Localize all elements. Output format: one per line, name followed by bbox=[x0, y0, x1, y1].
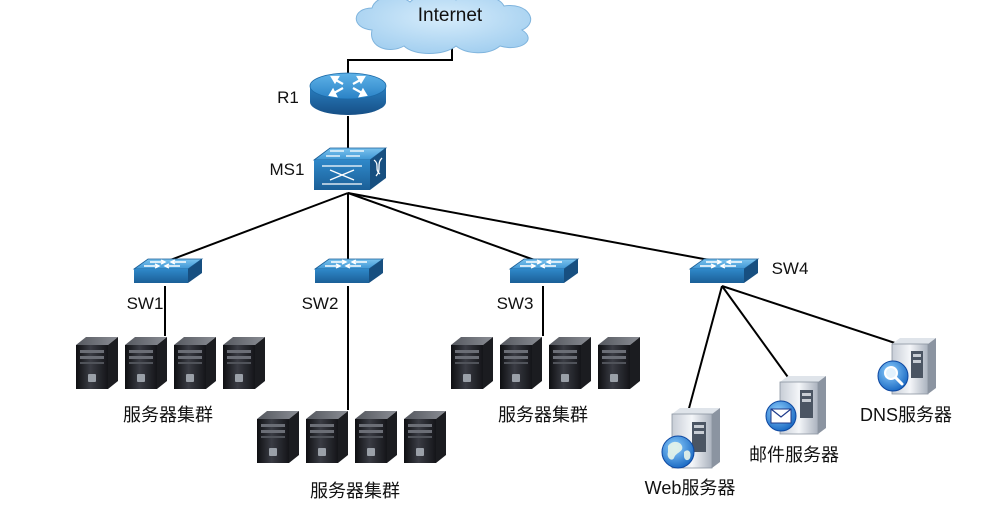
access-switch-sw2: SW2 bbox=[302, 258, 384, 313]
server-label: 邮件服务器 bbox=[749, 445, 839, 465]
server-tower-icon bbox=[306, 411, 348, 463]
internet-label: Internet bbox=[418, 5, 483, 26]
magnifier-icon bbox=[877, 360, 909, 392]
server-tower-icon bbox=[598, 337, 640, 389]
server-tower-icon bbox=[500, 337, 542, 389]
cloud-icon bbox=[355, 0, 532, 54]
web-server: Web服务器 bbox=[645, 408, 736, 498]
server-tower-icon bbox=[257, 411, 299, 463]
router-icon bbox=[309, 72, 387, 115]
access-switch-sw1: SW1 bbox=[127, 258, 203, 313]
switch-label: SW1 bbox=[127, 294, 164, 313]
link-ms1-sw4 bbox=[347, 192, 721, 263]
server-tower-icon bbox=[355, 411, 397, 463]
server-cluster-1: 服务器集群 bbox=[76, 337, 265, 425]
access-switch-sw3: SW3 bbox=[497, 258, 579, 313]
link-sw4-web bbox=[687, 285, 723, 413]
link-ms1-sw1 bbox=[164, 192, 349, 263]
cluster-label: 服务器集群 bbox=[498, 405, 588, 425]
access-switch-sw4: SW4 bbox=[689, 258, 809, 284]
server-tower-icon bbox=[451, 337, 493, 389]
link-sw4-dns bbox=[721, 285, 896, 344]
server-label: Web服务器 bbox=[645, 478, 736, 498]
link-internet-r1 bbox=[347, 42, 453, 76]
switch-icon bbox=[689, 258, 759, 284]
envelope-icon bbox=[765, 400, 797, 432]
router-r1: R1 bbox=[277, 72, 387, 115]
cluster-label: 服务器集群 bbox=[310, 481, 400, 501]
link-sw4-mail bbox=[721, 285, 791, 381]
switch-icon bbox=[314, 258, 384, 284]
router-label: R1 bbox=[277, 88, 299, 107]
network-links bbox=[164, 42, 896, 413]
cluster-label: 服务器集群 bbox=[123, 405, 213, 425]
mail-server: 邮件服务器 bbox=[749, 376, 839, 465]
switch-icon bbox=[133, 258, 203, 284]
switch-icon bbox=[509, 258, 579, 284]
switch-label: SW2 bbox=[302, 294, 339, 313]
multilayer-switch-icon bbox=[312, 147, 388, 190]
server-tower-icon bbox=[125, 337, 167, 389]
core-switch-ms1: MS1 bbox=[270, 147, 388, 190]
switch-label: SW4 bbox=[772, 259, 809, 278]
server-cluster-3: 服务器集群 bbox=[451, 337, 640, 425]
internet-cloud: Internet bbox=[355, 0, 532, 54]
server-tower-icon bbox=[549, 337, 591, 389]
globe-icon bbox=[661, 435, 695, 469]
server-tower-icon bbox=[174, 337, 216, 389]
server-tower-icon bbox=[76, 337, 118, 389]
core-switch-label: MS1 bbox=[270, 160, 305, 179]
link-ms1-sw3 bbox=[347, 192, 541, 263]
server-tower-icon bbox=[404, 411, 446, 463]
dns-server: DNS服务器 bbox=[860, 338, 952, 425]
server-tower-icon bbox=[223, 337, 265, 389]
server-label: DNS服务器 bbox=[860, 405, 952, 425]
server-cluster-2: 服务器集群 bbox=[257, 411, 446, 501]
switch-label: SW3 bbox=[497, 294, 534, 313]
